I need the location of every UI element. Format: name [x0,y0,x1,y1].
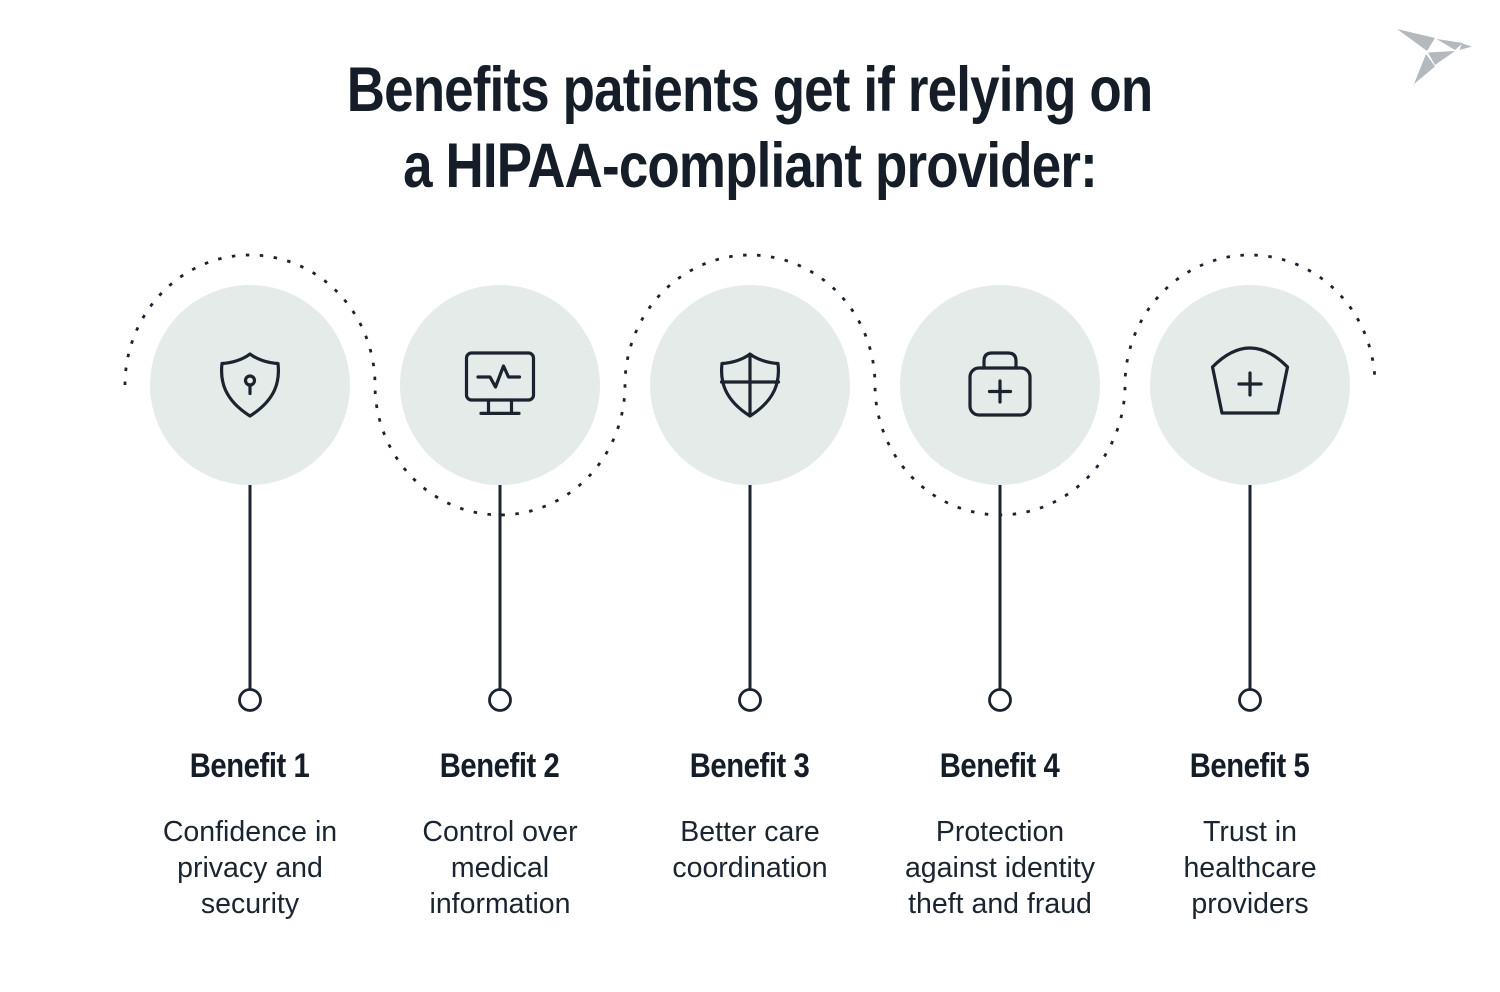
benefit-label: Benefit 5 [1190,747,1310,785]
benefit-column: Benefit 1 Confidence in privacy and securi… [118,746,382,922]
shield-keyhole-icon [219,352,281,418]
benefit-description: Confidence in privacy and security [118,814,382,922]
medical-bag-icon [968,351,1032,417]
description-line: coordination [672,852,828,884]
benefit-column: Benefit 3 Better care coordination [618,746,882,886]
benefit-label: Benefit 3 [690,747,810,785]
monitor-pulse-icon [464,351,536,415]
pin-dot [988,688,1012,712]
pin-dot [488,688,512,712]
description-line: healthcare [1183,852,1317,884]
description-line: providers [1191,888,1309,920]
benefit-column: Benefit 5 Trust in healthcare providers [1118,746,1382,922]
description-line: security [200,888,300,920]
description-line: privacy and [177,852,323,884]
benefit-label: Benefit 1 [190,747,310,785]
description-line: medical [450,852,550,884]
description-line: Confidence in [162,816,338,848]
benefit-description: Control over medical information [368,814,632,922]
dotted-wave-connector [123,253,1377,517]
benefit-description: Protection against identity theft and frau… [868,814,1132,922]
page-title-line-2: a HIPAA-compliant provider: [403,131,1098,201]
origami-bird-logo [1397,29,1472,84]
pin-dot [238,688,262,712]
pin-dot [738,688,762,712]
description-line: Control over [422,816,578,848]
description-line: Protection [935,816,1065,848]
benefit-column: Benefit 2 Control over medical information [368,746,632,922]
description-line: Trust in [1203,816,1297,848]
benefit-description: Trust in healthcare providers [1118,814,1382,922]
benefit-label: Benefit 2 [440,747,560,785]
page-title: Benefits patients get if relying on a HI… [0,52,1500,204]
shield-cross-icon [719,352,781,418]
page-title-line-1: Benefits patients get if relying on [347,55,1154,125]
benefit-description: Better care coordination [618,814,882,886]
benefit-circle [400,285,600,485]
benefit-column: Benefit 4 Protection against identity thef… [868,746,1132,922]
nurse-cap-icon [1210,346,1290,415]
description-line: theft and fraud [908,888,1092,920]
description-line: information [429,888,571,920]
description-line: Better care [680,816,820,848]
pin-dot [1238,688,1262,712]
description-line: against identity [904,852,1096,884]
benefit-label: Benefit 4 [940,747,1060,785]
